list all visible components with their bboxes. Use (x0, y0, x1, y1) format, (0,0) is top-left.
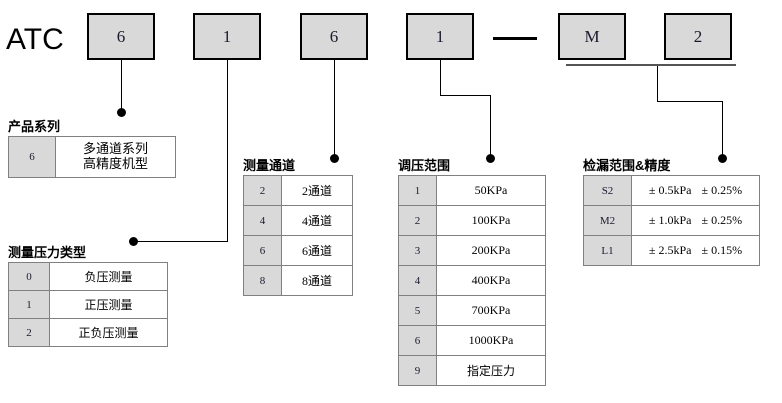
table-row: 6 6通道 (243, 235, 353, 266)
connector-leak-v1 (657, 66, 658, 101)
connector-pressure-range-v1 (440, 60, 441, 95)
series-value-line1: 多通道系列 (82, 141, 148, 157)
code-box-leak-number[interactable]: 2 (664, 13, 732, 60)
code-box-pressure-range[interactable]: 1 (406, 13, 474, 60)
channels-key: 6 (243, 235, 282, 266)
pressure-range-value: 700KPa (436, 295, 546, 326)
table-row: 1 正压测量 (8, 290, 168, 319)
series-key: 6 (8, 136, 56, 178)
table-row: 1 50KPa (398, 175, 546, 206)
group-title-leak: 检漏范围&精度 (583, 158, 671, 173)
connector-pressure-type-vertical (227, 60, 228, 241)
series-value: 多通道系列 高精度机型 (55, 136, 176, 178)
table-row: 5 700KPa (398, 295, 546, 326)
separator-dash (493, 37, 537, 40)
code-box-leak-letter[interactable]: M (558, 13, 626, 60)
connector-dot-pressure-type (129, 237, 138, 246)
table-row: 2 100KPa (398, 205, 546, 236)
table-row: 8 8通道 (243, 265, 353, 296)
pressure-type-value: 正负压测量 (49, 318, 168, 347)
code-box-pressure-type[interactable]: 1 (193, 13, 261, 60)
leak-key: M2 (583, 205, 632, 236)
channels-value: 4通道 (281, 205, 353, 236)
leak-group-bracket (566, 64, 736, 66)
table-leak: S2 ± 0.5kPa ± 0.25% M2 ± 1.0kPa ± 0.25% … (583, 175, 760, 266)
pressure-range-key: 3 (398, 235, 437, 266)
channels-key: 8 (243, 265, 282, 296)
pressure-range-key: 5 (398, 295, 437, 326)
channels-value: 2通道 (281, 175, 353, 206)
table-row: 9 指定压力 (398, 355, 546, 386)
pressure-type-key: 0 (8, 262, 50, 291)
table-row: 6 1000KPa (398, 325, 546, 356)
pressure-range-key: 2 (398, 205, 437, 236)
leak-accuracy: ± 0.25% (701, 183, 743, 197)
code-box-series[interactable]: 6 (87, 13, 155, 60)
connector-leak-h (657, 101, 722, 102)
brand-label: ATC (6, 23, 64, 56)
table-row: L1 ± 2.5kPa ± 0.15% (583, 235, 760, 266)
pressure-range-key: 9 (398, 355, 437, 386)
table-row: 6 多通道系列 高精度机型 (8, 136, 176, 178)
connector-dot-pressure-range (486, 154, 495, 163)
connector-dot-leak (718, 154, 727, 163)
leak-value: ± 0.5kPa ± 0.25% (631, 175, 760, 206)
leak-accuracy: ± 0.25% (701, 213, 743, 227)
connector-dot-channels (330, 154, 339, 163)
pressure-range-value: 100KPa (436, 205, 546, 236)
connector-pressure-range-h (440, 95, 490, 96)
pressure-range-value: 200KPa (436, 235, 546, 266)
pressure-type-key: 1 (8, 290, 50, 319)
series-value-line2: 高精度机型 (82, 156, 148, 171)
code-box-channels[interactable]: 6 (300, 13, 368, 60)
channels-value: 8通道 (281, 265, 353, 296)
leak-accuracy: ± 0.15% (701, 243, 743, 257)
connector-series (121, 60, 122, 112)
leak-key: S2 (583, 175, 632, 206)
table-channels: 2 2通道 4 4通道 6 6通道 8 8通道 (243, 175, 353, 296)
table-series: 6 多通道系列 高精度机型 (8, 136, 176, 178)
table-row: S2 ± 0.5kPa ± 0.25% (583, 175, 760, 206)
pressure-range-value: 400KPa (436, 265, 546, 296)
connector-leak-v2 (722, 101, 723, 158)
channels-key: 4 (243, 205, 282, 236)
leak-value: ± 2.5kPa ± 0.15% (631, 235, 760, 266)
pressure-type-value: 正压测量 (49, 290, 168, 319)
table-pressure-range: 1 50KPa 2 100KPa 3 200KPa 4 400KPa 5 700… (398, 175, 546, 386)
channels-value: 6通道 (281, 235, 353, 266)
pressure-type-key: 2 (8, 318, 50, 347)
pressure-range-value: 50KPa (436, 175, 546, 206)
table-row: M2 ± 1.0kPa ± 0.25% (583, 205, 760, 236)
table-pressure-type: 0 负压测量 1 正压测量 2 正负压测量 (8, 262, 168, 347)
table-row: 0 负压测量 (8, 262, 168, 291)
group-title-pressure-type: 测量压力类型 (8, 245, 87, 260)
pressure-range-key: 6 (398, 325, 437, 356)
group-title-channels: 测量通道 (243, 158, 296, 173)
pressure-range-value: 指定压力 (436, 355, 546, 386)
leak-key: L1 (583, 235, 632, 266)
table-row: 4 4通道 (243, 205, 353, 236)
connector-pressure-range-v2 (490, 95, 491, 158)
leak-range: ± 2.5kPa (648, 243, 692, 257)
table-row: 3 200KPa (398, 235, 546, 266)
leak-range: ± 1.0kPa (648, 213, 692, 227)
channels-key: 2 (243, 175, 282, 206)
leak-range: ± 0.5kPa (648, 183, 692, 197)
pressure-range-key: 4 (398, 265, 437, 296)
connector-channels (334, 60, 335, 158)
group-title-pressure-range: 调压范围 (398, 158, 451, 173)
table-row: 2 2通道 (243, 175, 353, 206)
table-row: 4 400KPa (398, 265, 546, 296)
group-title-series: 产品系列 (8, 119, 61, 134)
pressure-type-value: 负压测量 (49, 262, 168, 291)
connector-pressure-type-horizontal (133, 241, 228, 242)
connector-dot-series (117, 108, 126, 117)
pressure-range-value: 1000KPa (436, 325, 546, 356)
pressure-range-key: 1 (398, 175, 437, 206)
table-row: 2 正负压测量 (8, 318, 168, 347)
leak-value: ± 1.0kPa ± 0.25% (631, 205, 760, 236)
